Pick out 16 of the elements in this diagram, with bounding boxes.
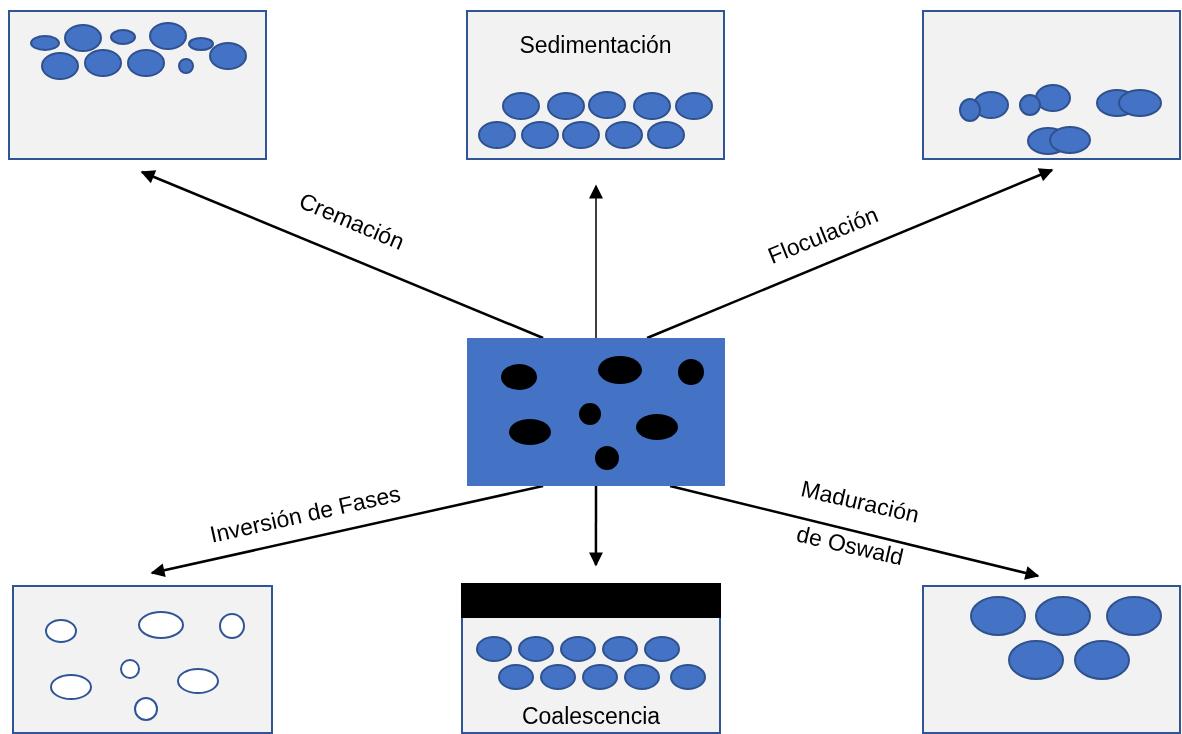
- node-title: Sedimentación: [519, 32, 672, 59]
- edge-label: Inversión de Fases: [206, 479, 404, 551]
- arrow: [646, 168, 1054, 340]
- panel-box: [461, 583, 721, 734]
- panel-box: [922, 10, 1181, 160]
- panel-box: [922, 585, 1181, 734]
- arrow: [150, 484, 544, 578]
- panel-box: [8, 10, 267, 160]
- emulsion-box: [467, 338, 725, 486]
- arrow: [669, 484, 1040, 580]
- arrow: [589, 184, 603, 339]
- arrow: [588, 486, 603, 567]
- panel-box: [466, 10, 725, 160]
- node-title: Coalescencia: [521, 703, 661, 730]
- arrow: [140, 170, 544, 340]
- panel-box: [12, 585, 273, 734]
